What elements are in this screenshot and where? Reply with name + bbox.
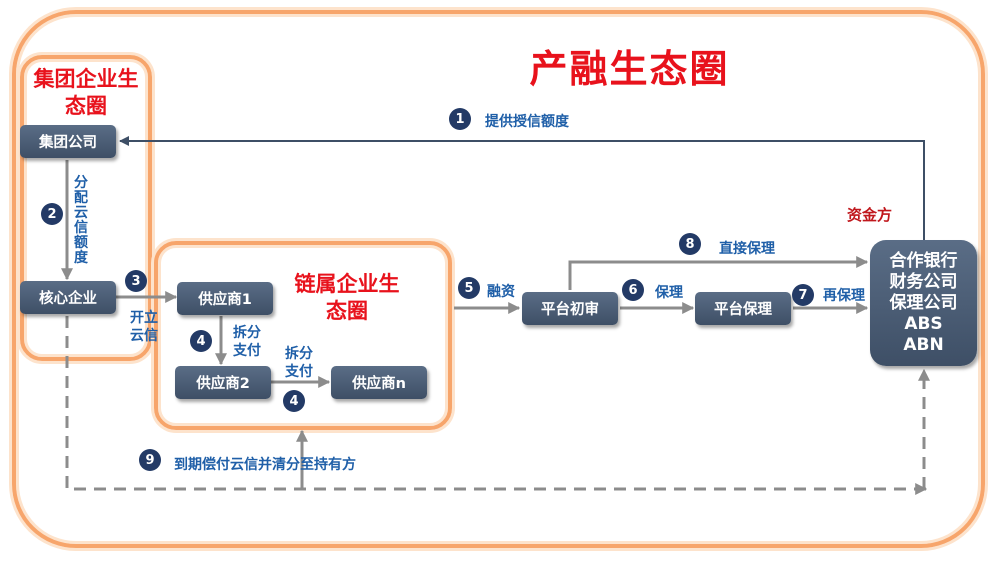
arrow-step-9 bbox=[65, 316, 928, 495]
step-badge-3: 3 bbox=[125, 270, 147, 292]
node-group-company: 集团公司 bbox=[20, 125, 116, 158]
step-label-2: 分配云信额度 bbox=[74, 175, 88, 266]
step-badge-5: 5 bbox=[458, 277, 480, 299]
step-badge-4b: 4 bbox=[283, 390, 305, 412]
node-supplier-2: 供应商2 bbox=[175, 366, 271, 399]
node-core-enterprise: 核心企业 bbox=[20, 281, 116, 314]
funder-item: 保理公司 bbox=[889, 292, 958, 313]
step-label-4a: 拆分支付 bbox=[233, 325, 261, 359]
funder-item: ABS bbox=[904, 313, 943, 334]
node-supplier-n: 供应商n bbox=[331, 366, 427, 399]
node-platform-review: 平台初审 bbox=[522, 292, 618, 325]
step-badge-7: 7 bbox=[792, 284, 814, 306]
chain-circle-title: 链属企业生态圈 bbox=[294, 272, 400, 323]
page-title: 产融生态圈 bbox=[529, 47, 730, 91]
step-badge-9: 9 bbox=[139, 449, 161, 471]
node-funders: 合作银行 财务公司 保理公司 ABS ABN bbox=[870, 240, 977, 366]
step-badge-8: 8 bbox=[679, 233, 701, 255]
step-badge-2: 2 bbox=[41, 203, 63, 225]
step-label-3: 开立云信 bbox=[130, 310, 158, 344]
node-platform-factoring: 平台保理 bbox=[695, 292, 791, 325]
chain-ecosystem-circle bbox=[154, 241, 452, 430]
step-label-5: 融资 bbox=[487, 284, 515, 300]
arrow-step-1 bbox=[119, 136, 925, 240]
step-label-8: 直接保理 bbox=[719, 241, 775, 257]
funder-item: 财务公司 bbox=[889, 271, 958, 292]
step-label-7: 再保理 bbox=[823, 288, 865, 304]
node-supplier-1: 供应商1 bbox=[177, 282, 273, 315]
step-label-9: 到期偿付云信并清分至持有方 bbox=[174, 457, 356, 473]
step-badge-6: 6 bbox=[622, 279, 644, 301]
step-label-6: 保理 bbox=[655, 285, 683, 301]
step-badge-4a: 4 bbox=[190, 330, 212, 352]
step-label-1: 提供授信额度 bbox=[485, 114, 569, 130]
ecosystem-outer-circle bbox=[12, 10, 985, 548]
group-ecosystem-circle bbox=[20, 55, 152, 361]
funder-item: ABN bbox=[903, 334, 944, 355]
step-label-4b: 拆分支付 bbox=[285, 346, 313, 380]
funder-label: 资金方 bbox=[847, 206, 893, 224]
group-circle-title: 集团企业生态圈 bbox=[33, 67, 139, 118]
step-badge-1: 1 bbox=[449, 108, 471, 130]
funder-item: 合作银行 bbox=[889, 250, 958, 271]
arrow-step-8 bbox=[568, 256, 869, 290]
